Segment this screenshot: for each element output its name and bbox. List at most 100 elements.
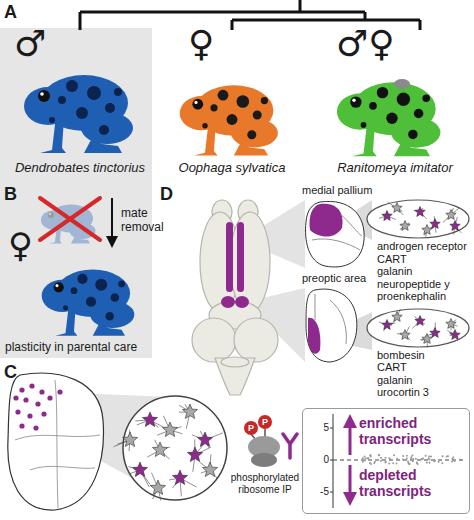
drawing-part: [27, 413, 32, 418]
drawing-part: [374, 461, 376, 463]
drawing-part: [180, 85, 278, 155]
drawing-part: [392, 203, 402, 213]
drawing-part: [367, 309, 469, 347]
gene-name: bombesin: [365, 349, 471, 362]
cell-ellipse: [365, 198, 471, 240]
drawing-part: [122, 432, 137, 447]
axis-tick: -5: [320, 486, 329, 498]
drawing-part: [426, 462, 428, 464]
drawing-part: [39, 389, 44, 394]
drawing-part: [459, 459, 461, 461]
drawing-part: [364, 459, 366, 461]
drawing-part: [408, 463, 410, 465]
region-name: medial pallium: [302, 184, 372, 197]
drawing-part: [392, 311, 402, 321]
drawing-part: [385, 457, 387, 459]
drawing-part: [162, 422, 177, 437]
drawing-part: [24, 75, 133, 153]
drawing-part: [388, 457, 390, 459]
drawing-part: [362, 454, 463, 465]
sex-symbol: ♀: [188, 26, 214, 62]
drawing-part: [330, 428, 333, 492]
drawing-part: [430, 456, 432, 458]
drawing-part: [396, 462, 398, 464]
drawing-part: [415, 207, 425, 217]
drawing-part: [123, 396, 227, 500]
drawing-part: [33, 425, 38, 430]
drawing-part: [215, 358, 255, 395]
panel-letter: D: [160, 184, 173, 206]
drawing-part: [221, 222, 249, 308]
cell-ellipse-holder: [365, 198, 471, 240]
drawing-part: [380, 460, 382, 462]
drawing-part: [392, 462, 394, 464]
gene-callout: bombesinCARTgalaninurocortin 3: [365, 307, 471, 399]
drawing-part: [132, 462, 147, 477]
drawing-part: [402, 455, 404, 457]
drawing-part: [384, 462, 386, 464]
plot-box: enriched transcriptsdepleted transcripts: [302, 408, 470, 514]
drawing-part: [410, 456, 412, 458]
drawing-part: [406, 455, 408, 457]
drawing-part: [337, 82, 441, 156]
drawing-part: [446, 210, 456, 220]
drawing-part: [308, 318, 320, 354]
drawing-part: [221, 357, 249, 367]
drawing-part: [13, 395, 18, 400]
drawing-part: [111, 198, 113, 238]
phospho-mark: P: [258, 415, 272, 429]
drawing-part: [40, 198, 100, 240]
drawing-part: [430, 327, 440, 337]
drawing-part: [422, 225, 432, 235]
method-label: phosphorylated ribosome IP: [223, 472, 307, 496]
drawing-part: [349, 424, 352, 455]
drawing-part: [312, 214, 362, 250]
drawing-part: [19, 423, 24, 428]
drawing-part: [152, 442, 167, 457]
drawing-part: [63, 274, 125, 321]
drawing-part: [150, 480, 165, 495]
drawing-part: [422, 458, 424, 460]
drawing-part: [221, 296, 235, 308]
drawing-part: [361, 87, 430, 139]
panel-letter: C: [4, 362, 17, 384]
drawing-part: [412, 458, 414, 460]
drawing-part: [411, 455, 413, 457]
drawing-part: [283, 434, 297, 458]
drawing-part: [15, 380, 100, 508]
drawing-part: [42, 269, 135, 335]
drawing-part: [407, 461, 409, 463]
drawing-part: [446, 456, 448, 458]
drawing-part: [428, 462, 430, 464]
drawing-part: [106, 236, 118, 248]
cell-ellipse: [365, 307, 471, 349]
drawing-part: [343, 414, 357, 428]
drawing-part: [235, 296, 249, 308]
sex-symbol: ♀: [8, 228, 33, 262]
drawing-part: [19, 387, 24, 392]
drawing-part: [13, 383, 62, 430]
drawing-part: [434, 460, 436, 462]
drawing-part: [192, 200, 278, 395]
drawing-part: [378, 454, 380, 456]
drawing-part: [409, 463, 411, 465]
drawing-part: [172, 470, 187, 485]
drawing-part: [367, 200, 469, 238]
drawing-part: [230, 212, 270, 312]
drawing-part: [362, 457, 364, 459]
drawing-part: [365, 458, 367, 460]
drawing-part: [8, 373, 104, 510]
cell-ellipse-holder: [365, 307, 471, 349]
drawing-part: [187, 447, 202, 462]
drawing-part: [382, 211, 392, 221]
drawing-part: [309, 204, 342, 237]
drawing-part: [378, 454, 380, 456]
treatment-label: mate removal: [121, 206, 173, 235]
drawing-part: [385, 461, 387, 463]
drawing-part: [264, 429, 266, 437]
axis-tick: 0: [323, 454, 329, 466]
phospho-circle: P: [244, 421, 258, 435]
drawing-part: [41, 411, 46, 416]
plot-annotation: depleted transcripts: [359, 467, 465, 499]
drawing-part: [49, 80, 122, 135]
